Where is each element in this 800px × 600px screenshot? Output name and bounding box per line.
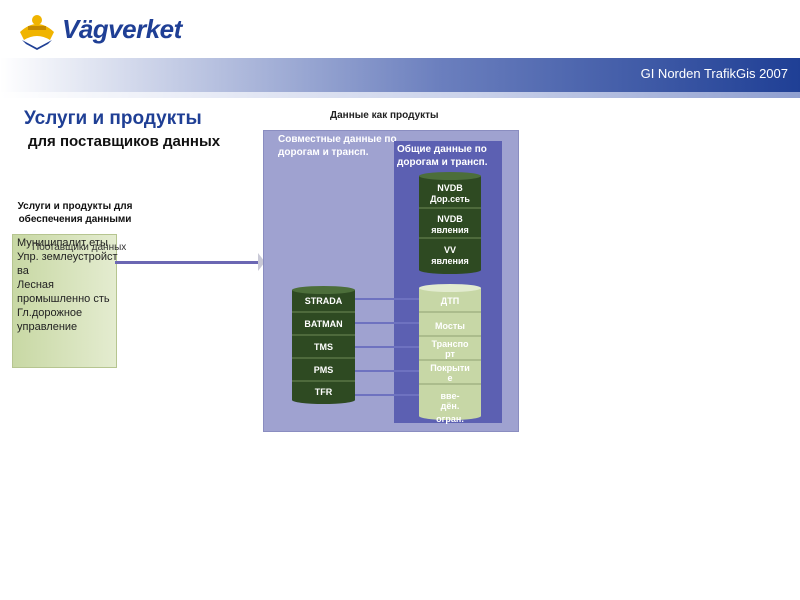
- theme-label: Мосты: [435, 321, 465, 331]
- header-band-lower: [0, 92, 800, 98]
- system-label-tms: TMS: [314, 342, 333, 352]
- system-label-pms: PMS: [314, 365, 334, 375]
- shared-data-label: Совместные данные по дорогам и трансп.: [278, 134, 397, 158]
- list-item: Упр. землеустройст ва: [17, 251, 118, 277]
- crown-logo-icon: [16, 10, 58, 50]
- conference-label: GI Norden TrafikGis 2007: [640, 66, 788, 81]
- system-label-tfr: TFR: [315, 387, 333, 397]
- left-caption: Услуги и продукты для обеспечения данным…: [17, 201, 133, 225]
- system-label-strada: STRADA: [305, 296, 343, 306]
- supplier-list: Муниципалит еты Упр. землеустройст ва Ле…: [17, 236, 122, 334]
- systems-cylinder: STRADA BATMAN TMS PMS TFR: [292, 286, 355, 404]
- theme-label: ДТП: [441, 296, 459, 306]
- theme-label: вве-дён.огран.: [436, 391, 464, 424]
- brand-name: Vägverket: [62, 14, 182, 44]
- flow-arrow-line: [115, 261, 261, 264]
- system-label-batman: BATMAN: [304, 319, 342, 329]
- list-item: Муниципалит еты: [17, 237, 108, 249]
- common-data-label: Общие данные по дорогам и трансп.: [397, 144, 488, 168]
- arrow-right-icon: [258, 253, 265, 271]
- data-suppliers-box: [12, 234, 117, 368]
- header-band: [0, 58, 800, 92]
- page-subtitle: для поставщиков данных: [28, 133, 221, 150]
- list-item: Лесная промышленно сть: [17, 279, 110, 305]
- suppliers-overlay-label: Поставщики данных: [32, 242, 127, 253]
- connector-lines: [355, 298, 420, 396]
- list-item: Гл.дорожное управление: [17, 307, 83, 333]
- data-products-caption: Данные как продукты: [330, 110, 439, 121]
- page-title: Услуги и продукты: [24, 108, 202, 129]
